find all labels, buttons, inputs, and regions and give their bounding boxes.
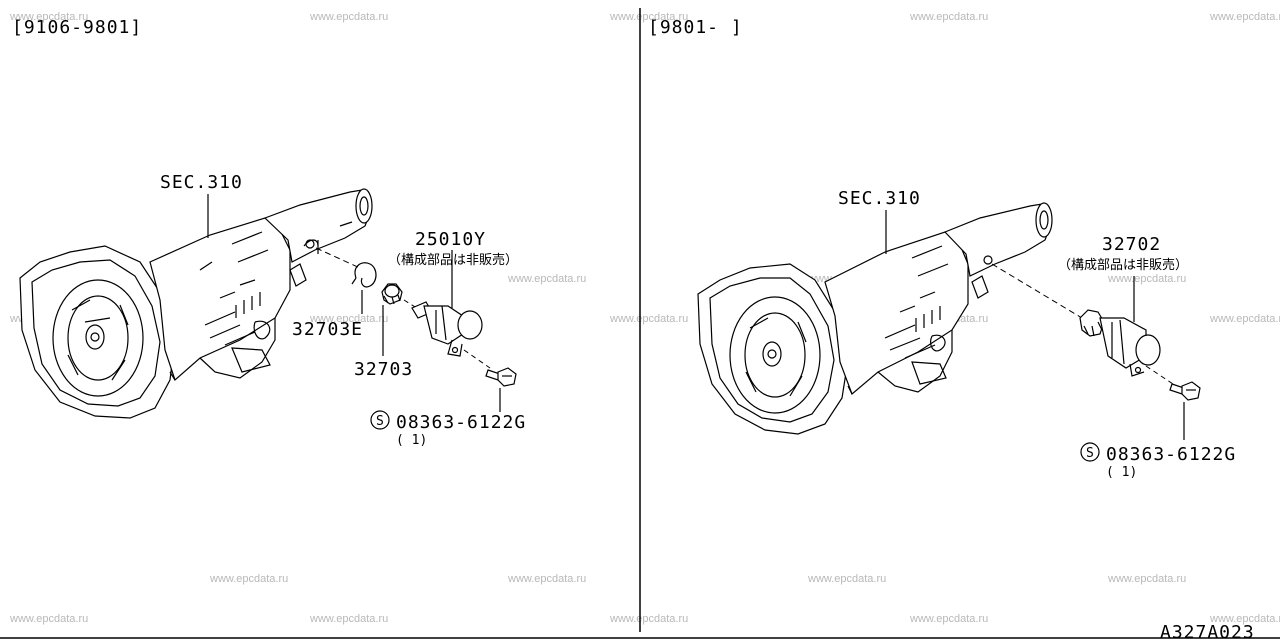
- assembly-path: [315, 247, 361, 269]
- watermark: www.epcdata.ru: [209, 573, 288, 585]
- watermark: www.epcdata.ru: [1209, 313, 1280, 325]
- watermark: www.epcdata.ru: [807, 573, 886, 585]
- bolt-quantity: ( 1): [1106, 465, 1137, 480]
- speed-sensor-part[interactable]: [1079, 309, 1161, 377]
- sensor-part-number: 32702: [1102, 234, 1161, 255]
- watermark: www.epcdata.ru: [1209, 613, 1280, 625]
- watermark: www.epcdata.ru: [9, 11, 88, 23]
- gear-part-number: 32703: [354, 359, 413, 380]
- clip-part-number: 32703E: [292, 319, 363, 340]
- watermark: www.epcdata.ru: [609, 11, 688, 23]
- watermark: www.epcdata.ru: [1107, 273, 1186, 285]
- assembly-path: [991, 263, 1083, 319]
- assembly-path: [463, 349, 491, 369]
- left-panel: [9106-9801]: [12, 17, 526, 448]
- svg-text:S: S: [1086, 446, 1094, 461]
- watermark: www.epcdata.ru: [309, 313, 388, 325]
- bolt-quantity: ( 1): [396, 433, 427, 448]
- watermark: www.epcdata.ru: [507, 573, 586, 585]
- section-reference: SEC.310: [160, 172, 243, 193]
- sensor-note: （構成部品は非販売）: [1058, 257, 1188, 273]
- sensor-note: （構成部品は非販売）: [388, 252, 518, 268]
- bolt-part[interactable]: [485, 367, 517, 387]
- watermark: www.epcdata.ru: [309, 613, 388, 625]
- assembly-path: [403, 299, 421, 311]
- section-reference: SEC.310: [838, 188, 921, 209]
- watermark: www.epcdata.ru: [909, 613, 988, 625]
- standard-part-symbol: S: [1080, 442, 1100, 462]
- watermark: www.epcdata.ru: [507, 273, 586, 285]
- watermark: www.epcdata.ru: [609, 613, 688, 625]
- standard-part-symbol: S: [370, 410, 390, 430]
- watermark: www.epcdata.ru: [909, 11, 988, 23]
- right-date-range: [9801- ]: [648, 17, 743, 38]
- bolt-part-number: 08363-6122G: [1106, 444, 1236, 465]
- right-panel: [9801- ]: [648, 17, 1236, 480]
- watermark: www.epcdata.ru: [1107, 573, 1186, 585]
- sensor-part-number: 25010Y: [415, 229, 486, 250]
- bolt-part-number: 08363-6122G: [396, 412, 526, 433]
- speed-sensor-part[interactable]: [411, 301, 483, 357]
- diagram-id: A327A023: [1160, 622, 1255, 640]
- watermark: www.epcdata.ru: [9, 613, 88, 625]
- transmission-housing: [697, 202, 1053, 435]
- watermark: www.epcdata.ru: [1209, 11, 1280, 23]
- gear-part[interactable]: [381, 283, 403, 305]
- clip-part[interactable]: [351, 262, 377, 288]
- watermark: www.epcdata.ru: [609, 313, 688, 325]
- bolt-part[interactable]: [1169, 381, 1201, 401]
- assembly-path: [1145, 365, 1177, 387]
- watermark: www.epcdata.ru: [309, 11, 388, 23]
- left-date-range: [9106-9801]: [12, 17, 142, 38]
- transmission-housing: [19, 188, 373, 419]
- svg-text:S: S: [376, 414, 384, 429]
